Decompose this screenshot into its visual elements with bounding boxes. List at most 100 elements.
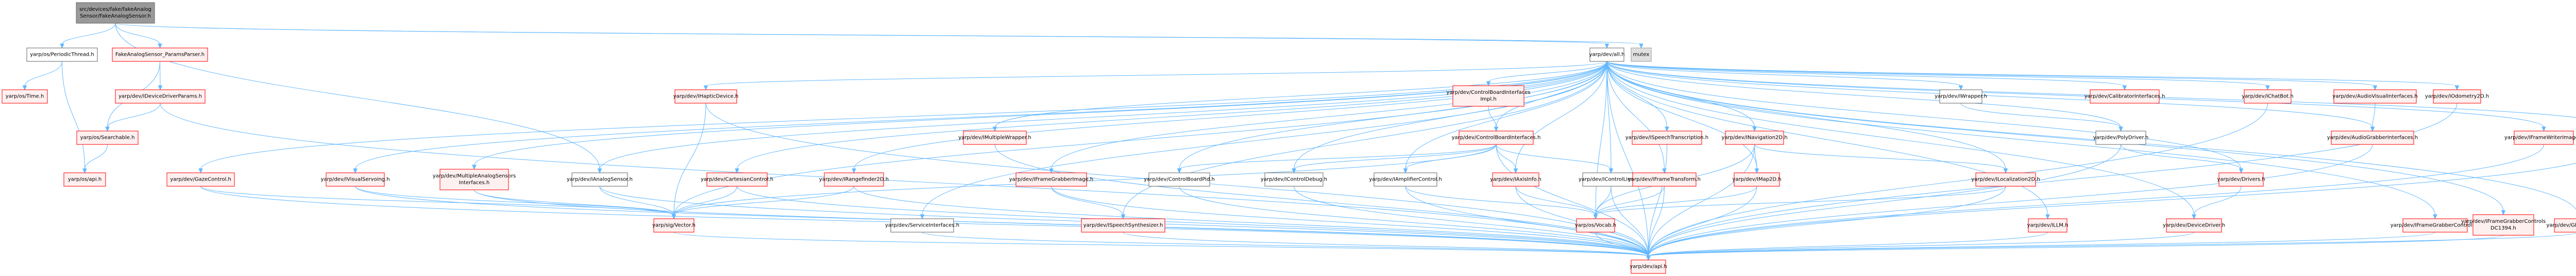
node-amp[interactable]: yarp/dev/IAmplifierControl.h bbox=[1369, 172, 1442, 187]
node-fgimage[interactable]: yarp/dev/IFrameGrabberImage.h bbox=[1009, 172, 1094, 187]
node-label: yarp/dev/ILocalization2D.h bbox=[1971, 177, 2040, 183]
node-devapi[interactable]: yarp/dev/api.h bbox=[1630, 259, 1667, 274]
edge-all-to-fwriter bbox=[1606, 61, 2544, 128]
arrowhead-all-to-masi bbox=[472, 165, 477, 170]
edge-speechsyn-to-devapi bbox=[1123, 232, 1649, 257]
edge-service-to-devapi bbox=[922, 232, 1649, 257]
arrowhead-nav-to-map bbox=[1754, 168, 1759, 174]
node-gpu[interactable]: yarp/dev/GPUInterface.h bbox=[2546, 218, 2576, 233]
node-axis[interactable]: yarp/dev/IAxisInfo.h bbox=[1490, 172, 1541, 187]
edge-all-to-poly bbox=[1606, 61, 2121, 128]
node-label: yarp/dev/all.h bbox=[1589, 52, 1625, 58]
edge-llm-to-devapi bbox=[1648, 232, 2048, 257]
node-label: yarp/dev/IControlDebug.h bbox=[1261, 177, 1327, 183]
node-climits[interactable]: yarp/dev/IControlLimits.h bbox=[1579, 172, 1643, 187]
node-visual[interactable]: yarp/dev/IVisualServoing.h bbox=[320, 172, 390, 187]
node-drivers[interactable]: yarp/dev/Drivers.h bbox=[2217, 172, 2265, 187]
node-vocab[interactable]: yarp/os/Vocab.h bbox=[1575, 218, 1616, 233]
node-label: yarp/os/PeriodicThread.h bbox=[30, 52, 94, 58]
edge-rangefinder-to-devapi bbox=[854, 186, 1649, 257]
node-time[interactable]: yarp/os/Time.h bbox=[2, 89, 48, 104]
node-root[interactable]: src/devices/fake/fakeAnalogSensor/FakeAn… bbox=[76, 2, 155, 24]
node-label: mutex bbox=[1633, 52, 1650, 58]
node-ftransform[interactable]: yarp/dev/IFrameTransform.h bbox=[1628, 172, 1701, 187]
edge-loc-to-vocab bbox=[1595, 186, 2006, 216]
edge-amp-to-vocab bbox=[1405, 186, 1596, 216]
node-devdriver[interactable]: yarp/dev/DeviceDriver.h bbox=[2163, 218, 2225, 233]
node-periodic[interactable]: yarp/os/PeriodicThread.h bbox=[26, 47, 98, 62]
node-box bbox=[890, 218, 954, 233]
node-all[interactable]: yarp/dev/all.h bbox=[1589, 47, 1625, 62]
edge-all-to-devdriver bbox=[1606, 61, 2194, 216]
node-cartesian[interactable]: yarp/dev/CartesianControl.h bbox=[701, 172, 773, 187]
arrowhead-cbi-to-axis bbox=[1513, 168, 1518, 174]
node-label: yarp/dev/GazeControl.h bbox=[170, 177, 231, 183]
node-service[interactable]: yarp/dev/ServiceInterfaces.h bbox=[885, 218, 959, 233]
node-devparams[interactable]: yarp/dev/IDeviceDriverParams.h bbox=[115, 89, 206, 104]
node-box bbox=[2090, 89, 2160, 104]
node-searchable[interactable]: yarp/os/Searchable.h bbox=[76, 131, 139, 145]
node-wrapper[interactable]: yarp/dev/IWrapper.h bbox=[1935, 89, 1987, 104]
node-fgcontrols[interactable]: yarp/dev/IFrameGrabberControls.h bbox=[2391, 218, 2480, 233]
node-box bbox=[1632, 131, 1702, 145]
edge-devdriver-to-devapi bbox=[1648, 232, 2194, 257]
node-poly[interactable]: yarp/dev/PolyDriver.h bbox=[2093, 131, 2149, 145]
node-box bbox=[63, 172, 106, 187]
edge-all-to-cbimpl bbox=[1488, 61, 1607, 83]
node-avi[interactable]: yarp/dev/AudioVisualInterfaces.h bbox=[2332, 89, 2418, 104]
node-map[interactable]: yarp/dev/IMap2D.h bbox=[1732, 172, 1782, 187]
edge-ftransform-to-devapi bbox=[1648, 186, 1665, 257]
edge-all-to-drivers bbox=[1606, 61, 2242, 170]
node-label: Interfaces.h bbox=[459, 180, 490, 186]
arrowhead-all-to-nav bbox=[1752, 126, 1757, 132]
node-agi[interactable]: yarp/dev/AudioGrabberInterfaces.h bbox=[2327, 131, 2418, 145]
node-osapi[interactable]: yarp/os/api.h bbox=[63, 172, 106, 187]
node-cbi[interactable]: yarp/dev/ControlBoardInterfaces.h bbox=[1452, 131, 1541, 145]
arrowhead-cbi-to-climits bbox=[1608, 168, 1614, 174]
node-vector[interactable]: yarp/sig/Vector.h bbox=[652, 218, 696, 233]
node-masi[interactable]: yarp/dev/MultipleAnalogSensorsInterfaces… bbox=[433, 169, 516, 190]
node-speechtr[interactable]: yarp/dev/ISpeechTranscription.h bbox=[1625, 131, 1708, 145]
node-box bbox=[1725, 131, 1784, 145]
edge-multiwrap-to-devapi bbox=[994, 144, 1649, 257]
node-odom[interactable]: yarp/dev/IOdometry2D.h bbox=[2425, 89, 2489, 104]
node-chatbot[interactable]: yarp/dev/IChatBot.h bbox=[2242, 89, 2294, 104]
edge-fgimage-to-devapi bbox=[1051, 186, 1649, 257]
node-box bbox=[1492, 172, 1539, 187]
edge-nav-to-loc bbox=[1754, 144, 2006, 170]
node-box bbox=[706, 172, 768, 187]
node-label: yarp/dev/IOdometry2D.h bbox=[2425, 94, 2489, 100]
node-gaze[interactable]: yarp/dev/GazeControl.h bbox=[166, 172, 235, 187]
edge-all-to-cartesian bbox=[737, 61, 1607, 170]
edge-all-to-devapi bbox=[1606, 61, 1649, 257]
node-label: yarp/dev/IChatBot.h bbox=[2242, 94, 2293, 100]
edge-all-to-avi bbox=[1606, 61, 2376, 87]
node-label: yarp/dev/IWrapper.h bbox=[1935, 94, 1987, 100]
node-params[interactable]: FakeAnalogSensor_ParamsParser.h bbox=[112, 47, 208, 62]
node-speechsyn[interactable]: yarp/dev/ISpeechSynthesizer.h bbox=[1081, 218, 1165, 233]
node-multiwrap[interactable]: yarp/dev/IMultipleWrapper.h bbox=[958, 131, 1031, 145]
node-label: yarp/dev/IVisualServoing.h bbox=[320, 177, 389, 183]
node-box bbox=[166, 172, 235, 187]
edge-rgbd-to-devapi bbox=[1648, 163, 2576, 257]
node-label: yarp/dev/AudioGrabberInterfaces.h bbox=[2327, 135, 2418, 141]
node-loc[interactable]: yarp/dev/ILocalization2D.h bbox=[1971, 172, 2040, 187]
node-cbpid[interactable]: yarp/dev/ControlBoardPid.h bbox=[1144, 172, 1215, 187]
node-box bbox=[571, 172, 628, 187]
node-fwriter[interactable]: yarp/dev/IFrameWriterImage.h bbox=[2504, 131, 2576, 145]
edge-fgcontrols-to-devapi bbox=[1648, 232, 2435, 257]
edge-visual-to-devapi bbox=[355, 186, 1649, 257]
node-llm[interactable]: yarp/dev/ILLM.h bbox=[2027, 218, 2069, 233]
node-calib[interactable]: yarp/dev/CalibratorInterfaces.h bbox=[2084, 89, 2165, 104]
edge-gaze-to-vector bbox=[200, 186, 674, 216]
node-ianalog[interactable]: yarp/dev/IAnalogSensor.h bbox=[567, 172, 633, 187]
node-rangefinder[interactable]: yarp/dev/IRangefinder2D.h bbox=[819, 172, 889, 187]
node-box bbox=[439, 169, 509, 190]
node-haptic[interactable]: yarp/dev/IHapticDevice.h bbox=[673, 89, 739, 104]
node-cdebug[interactable]: yarp/dev/IControlDebug.h bbox=[1261, 172, 1327, 187]
node-nav[interactable]: yarp/dev/INavigation2D.h bbox=[1721, 131, 1788, 145]
